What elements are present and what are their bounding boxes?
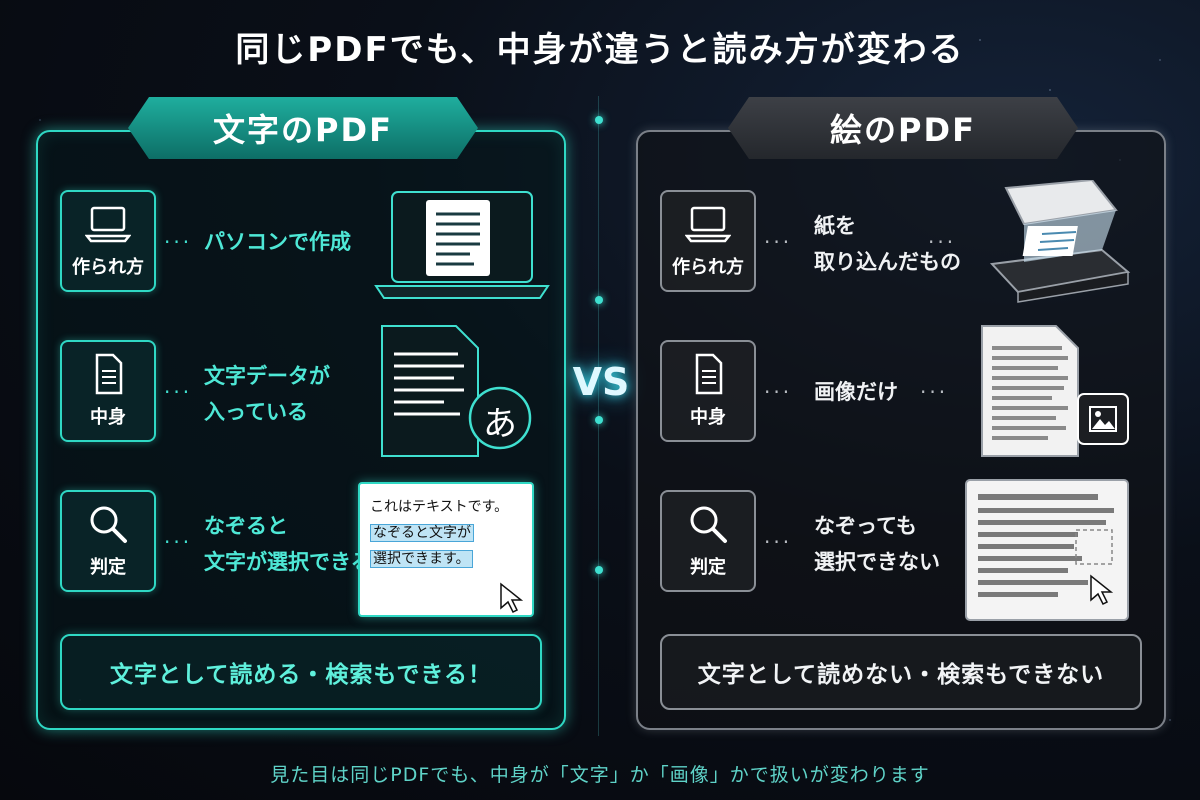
- how-made-icon-box: 作られ方: [60, 190, 156, 292]
- connector-dots: ···: [164, 530, 193, 554]
- selectable-text-sample: これはテキストです。 なぞると文字が 選択できます。: [358, 482, 534, 617]
- page-title: 同じPDFでも、中身が違うと読み方が変わる: [235, 30, 965, 70]
- judge-icon-box: 判定: [60, 490, 156, 592]
- text-pdf-summary: 文字として読める・検索もできる！: [60, 634, 542, 710]
- desc-line: 画像だけ: [814, 380, 898, 404]
- row-label: 作られ方: [672, 257, 744, 278]
- footer-caption: 見た目は同じPDFでも、中身が「文字」か「画像」かで扱いが変わります: [270, 764, 930, 786]
- row-label: 中身: [690, 407, 726, 428]
- row-description: 画像だけ: [814, 374, 898, 410]
- row-description: なぞっても 選択できない: [814, 508, 940, 580]
- scanner-icon: [989, 178, 1131, 303]
- row-description: 紙を 取り込んだもの: [814, 208, 961, 280]
- text-pdf-panel: 作られ方 ··· パソコンで作成 中身 ··· 文字データが 入っている: [36, 130, 566, 730]
- image-pdf-panel: 作られ方 ··· 紙を 取り込んだもの ··· 中身 ··· 画像だけ ···: [636, 130, 1166, 730]
- scanner-illustration: [984, 178, 1134, 304]
- cursor-icon: [500, 582, 524, 614]
- image-pdf-summary: 文字として読めない・検索もできない: [660, 634, 1142, 710]
- center-divider: [595, 96, 603, 736]
- image-pdf-heading: 絵のPDF: [728, 97, 1078, 159]
- scanned-text-sample: [964, 478, 1130, 622]
- scanned-document-illustration: [974, 322, 1150, 462]
- divider-dot: [595, 416, 603, 424]
- row-description: 文字データが 入っている: [204, 358, 330, 430]
- connector-dots: ···: [164, 230, 193, 254]
- magnifier-icon: [690, 506, 727, 543]
- desc-line: なぞると: [204, 514, 288, 538]
- desc-line: なぞっても: [814, 514, 917, 538]
- text-pdf-heading: 文字のPDF: [128, 97, 478, 159]
- desc-line: 文字データが: [204, 364, 330, 388]
- image-icon: [1089, 406, 1117, 432]
- hiragana-a-icon: あ: [483, 404, 517, 444]
- desc-line: 選択できない: [814, 550, 940, 574]
- magnifier-icon: [90, 506, 127, 543]
- laptop-illustration: [374, 190, 550, 302]
- desc-line: 取り込んだもの: [814, 250, 961, 274]
- content-icon-box: 中身: [60, 340, 156, 442]
- selected-text: 選択できます。: [370, 550, 473, 568]
- selected-text: なぞると文字が: [370, 524, 474, 542]
- row-label: 判定: [690, 557, 726, 578]
- row-description: なぞると 文字が選択できる: [204, 508, 372, 580]
- row-label: 判定: [90, 557, 126, 578]
- row-label: 中身: [90, 407, 126, 428]
- connector-dots: ···: [164, 380, 193, 404]
- divider-dot: [595, 296, 603, 304]
- connector-dots: ···: [764, 230, 793, 254]
- document-icon: [695, 353, 723, 395]
- connector-dots: ···: [764, 530, 793, 554]
- laptop-icon: [685, 206, 731, 243]
- text-document-illustration: あ: [374, 322, 550, 462]
- judge-icon-box: 判定: [660, 490, 756, 592]
- row-label: 作られ方: [72, 257, 144, 278]
- row-description: パソコンで作成: [204, 224, 351, 260]
- vs-label: VS: [572, 360, 630, 404]
- connector-dots: ···: [920, 380, 949, 404]
- desc-line: 入っている: [204, 400, 308, 424]
- document-icon: [95, 353, 123, 395]
- sample-line: これはテキストです。: [370, 499, 509, 515]
- laptop-icon: [85, 206, 131, 243]
- desc-line: パソコンで作成: [204, 230, 351, 254]
- cursor-icon: [1090, 574, 1114, 606]
- divider-dot: [595, 116, 603, 124]
- desc-line: 文字が選択できる: [204, 550, 372, 574]
- content-icon-box: 中身: [660, 340, 756, 442]
- desc-line: 紙を: [814, 214, 856, 238]
- divider-dot: [595, 566, 603, 574]
- connector-dots: ···: [764, 380, 793, 404]
- connector-dots: ···: [928, 230, 957, 254]
- how-made-icon-box: 作られ方: [660, 190, 756, 292]
